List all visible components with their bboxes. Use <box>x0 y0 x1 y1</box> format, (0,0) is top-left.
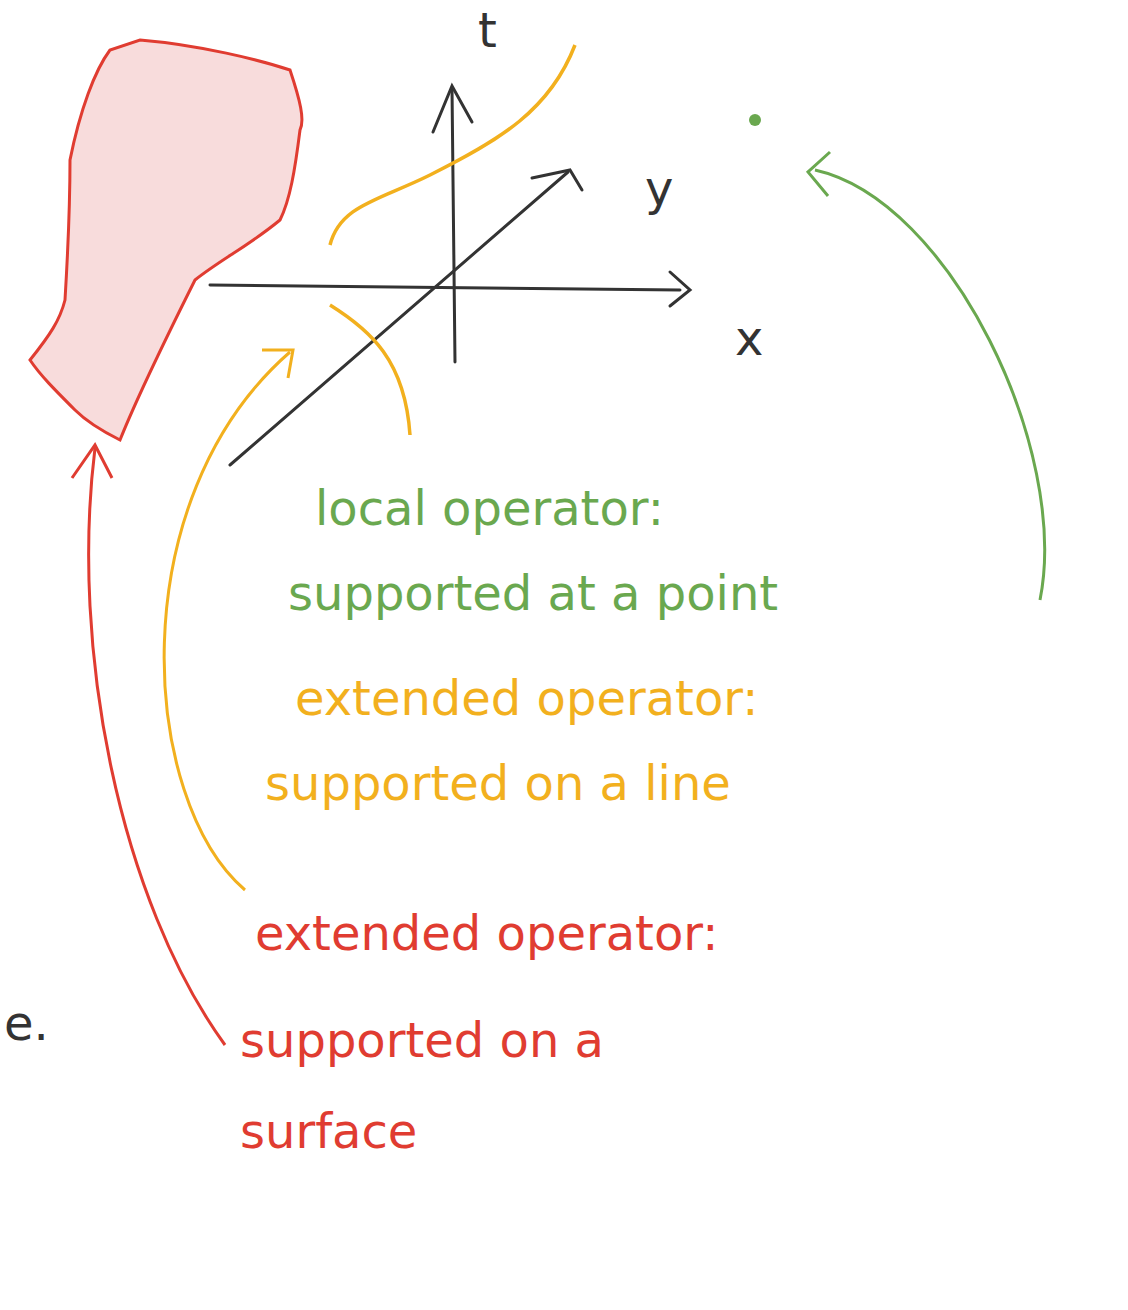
line-operator <box>330 45 575 245</box>
axes <box>210 86 690 465</box>
arrow-head <box>262 350 293 378</box>
arrow-head <box>808 152 830 196</box>
line-operator <box>330 305 410 435</box>
leader-line <box>89 448 225 1045</box>
axis-label: x <box>735 310 763 368</box>
operator-description: supported on a line <box>265 755 731 813</box>
operator-description: supported at a point <box>288 565 778 623</box>
operator-heading: extended operator: <box>295 670 758 728</box>
cut-off-text: e. <box>4 995 49 1053</box>
leader-line <box>815 170 1045 600</box>
operator-heading: extended operator: <box>255 905 718 963</box>
operator-description: supported on a surface <box>240 995 710 1177</box>
axis-label: t <box>478 2 497 60</box>
operator-heading: local operator: <box>315 480 664 538</box>
point-operator <box>749 114 761 126</box>
arrow-head <box>72 445 112 478</box>
axis-label: y <box>645 160 673 218</box>
